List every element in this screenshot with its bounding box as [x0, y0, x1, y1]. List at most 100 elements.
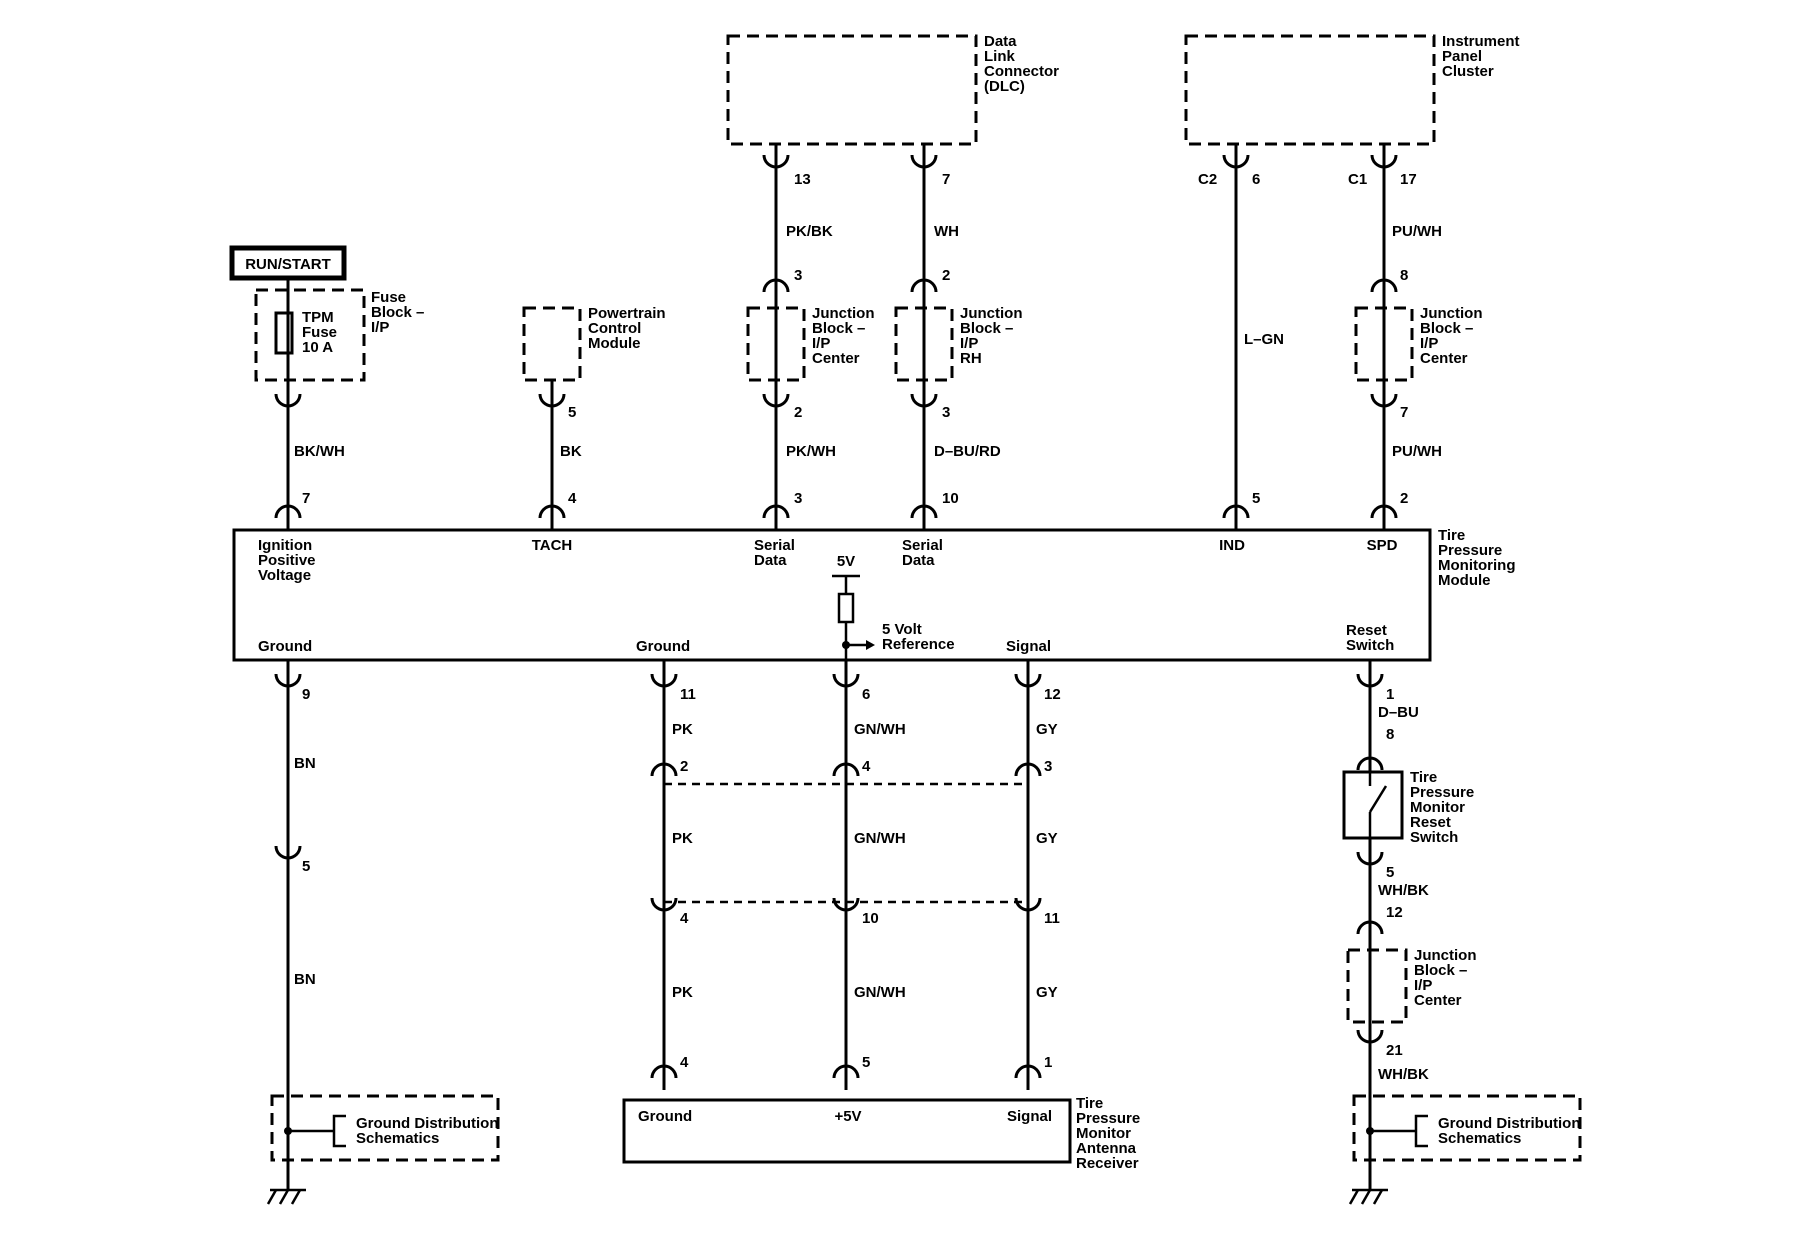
- reset-switch-box: [1342, 770, 1404, 840]
- pin-jbB-in: 8: [1400, 267, 1408, 284]
- ipc-box: [1184, 34, 1436, 146]
- antenna-pin-ground: Ground: [638, 1108, 692, 1125]
- wire-gnwh-a: GN/WH: [854, 721, 906, 738]
- pin-pcm-out: 5: [568, 404, 576, 421]
- wire-pk-c: PK: [672, 984, 693, 1001]
- wire-dlc13: PK/BK: [786, 223, 833, 240]
- tpmm-pin-ground-b: Ground: [636, 638, 690, 655]
- wire-gnd-b: BN: [294, 971, 316, 988]
- pin-gnd-inline: 5: [302, 858, 310, 875]
- tpmm-box: [232, 528, 1432, 662]
- pin-dlc7: 7: [942, 171, 950, 188]
- pin-jbRH-in: 2: [942, 267, 950, 284]
- resistor-icon: [837, 592, 855, 624]
- pin-gy-mid2: 11: [1044, 910, 1060, 927]
- ground-dist-left-box: [270, 1094, 500, 1162]
- antenna-pin-signal: Signal: [1007, 1108, 1052, 1125]
- pin-gn-mid2: 10: [862, 910, 879, 927]
- pin-tach-in: 4: [568, 490, 577, 507]
- pin-jbB-out: 7: [1400, 404, 1408, 421]
- wire-reset-c: WH/BK: [1378, 1066, 1429, 1083]
- ground-dist-right-box: [1352, 1094, 1582, 1162]
- pin-pk-mid2: 4: [680, 910, 689, 927]
- jb-center-c-box: [1346, 948, 1408, 1024]
- pin-ser-a-in: 3: [794, 490, 802, 507]
- wire-ign: BK/WH: [294, 443, 345, 460]
- wire-pk-b: PK: [672, 830, 693, 847]
- pin-jbA-out: 2: [794, 404, 802, 421]
- pin-jbC-out: 21: [1386, 1042, 1403, 1059]
- wire-gy-b: GY: [1036, 830, 1058, 847]
- wire-gnd-a: BN: [294, 755, 316, 772]
- arrow-icon: [866, 640, 875, 650]
- pin-pk-mid1: 2: [680, 758, 688, 775]
- wire-ind: L–GN: [1244, 331, 1284, 348]
- fuse-icon: [274, 311, 294, 355]
- ground-left-icon: [266, 1188, 306, 1205]
- wire-spd-a: PU/WH: [1392, 223, 1442, 240]
- run-start-label: RUN/START: [245, 256, 331, 273]
- pin-fuse-out: 7: [302, 490, 310, 507]
- wire-spd-b: PU/WH: [1392, 443, 1442, 460]
- tpmm-pin-tach: TACH: [532, 537, 573, 554]
- wire-reset-b: WH/BK: [1378, 882, 1429, 899]
- pin-ser-b-in: 10: [942, 490, 959, 507]
- wire-pk-a: PK: [672, 721, 693, 738]
- pin-gy-rx: 1: [1044, 1054, 1052, 1071]
- tpmm-5v-label: 5V: [837, 553, 855, 570]
- pin-gy-mid1: 3: [1044, 758, 1052, 775]
- conn-c1: C1: [1348, 171, 1367, 188]
- pin-ind-in: 5: [1252, 490, 1260, 507]
- ground-right-icon: [1348, 1188, 1388, 1205]
- pin-rs-out: 1: [1386, 686, 1394, 703]
- pin-gy-out: 12: [1044, 686, 1061, 703]
- pin-rs-sw-in: 8: [1386, 726, 1394, 743]
- fuse-block-box: [254, 288, 366, 382]
- pin-ipc-c2: 6: [1252, 171, 1260, 188]
- wire-reset-a: D–BU: [1378, 704, 1419, 721]
- pin-jbRH-out: 3: [942, 404, 950, 421]
- antenna-box: [622, 1098, 1072, 1164]
- tpmm-pin-ground-a: Ground: [258, 638, 312, 655]
- switch-icon: [1368, 785, 1388, 813]
- wire-gnwh-c: GN/WH: [854, 984, 906, 1001]
- tpmm-pin-signal: Signal: [1006, 638, 1051, 655]
- wire-gy-a: GY: [1036, 721, 1058, 738]
- tpmm-pin-spd: SPD: [1367, 537, 1398, 554]
- pin-gn-mid1: 4: [862, 758, 871, 775]
- wire-tach: BK: [560, 443, 582, 460]
- pin-pk-out: 11: [680, 686, 696, 703]
- pin-jbC-in: 12: [1386, 904, 1403, 921]
- pin-pk-rx: 4: [680, 1054, 689, 1071]
- wire-gy-c: GY: [1036, 984, 1058, 1001]
- pin-ipc-c1: 17: [1400, 171, 1417, 188]
- wire-ser-b: D–BU/RD: [934, 443, 1001, 460]
- tpmm-pin-ind: IND: [1219, 537, 1245, 554]
- pcm-box: [522, 306, 582, 382]
- pin-rs-sw-out: 5: [1386, 864, 1394, 881]
- wire-dlc7: WH: [934, 223, 959, 240]
- wire-ser-a: PK/WH: [786, 443, 836, 460]
- pin-jbA-in: 3: [794, 267, 802, 284]
- antenna-pin-5v: +5V: [834, 1108, 861, 1125]
- conn-c2: C2: [1198, 171, 1217, 188]
